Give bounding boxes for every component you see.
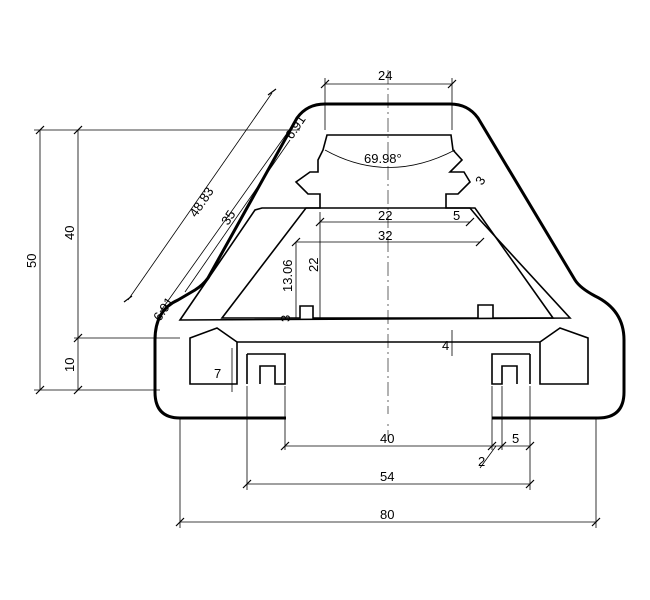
chamber-left [189,327,238,385]
inner-pocket [178,134,572,321]
dim-bottom-5: 5 [512,431,519,446]
dim-height-base: 10 [62,358,77,372]
dim-left-7: 7 [214,366,221,381]
dim-left-3: 3 [278,315,293,322]
dim-angle: 69.98° [364,151,402,166]
dim-span-32: 32 [378,228,392,243]
dim-height-upper: 40 [62,226,77,240]
dim-height-total: 50 [24,254,39,268]
dim-right-4: 4 [442,338,449,353]
dim-overall-80: 80 [380,507,394,522]
bottom-gap [286,414,492,422]
inner-rib [220,207,555,319]
dim-slant-length: 48.83 [186,184,217,219]
dim-top-width: 24 [378,68,392,83]
dim-bottom-2: 2 [478,454,485,469]
chamber-right [539,327,589,385]
dim-slot-22: 22 [378,208,392,223]
dim-bottom-54: 54 [380,469,394,484]
dim-slot-5: 5 [453,208,460,223]
dim-height-13-06: 13.06 [280,259,295,292]
dim-chamfer-bottom: 6.91 [150,294,177,323]
dim-slant-inner: 35 [218,207,239,227]
dim-small-right-3: 3 [472,173,488,187]
dim-height-22: 22 [306,258,321,272]
bottom-slot [237,341,540,385]
dim-bottom-40: 40 [380,431,394,446]
